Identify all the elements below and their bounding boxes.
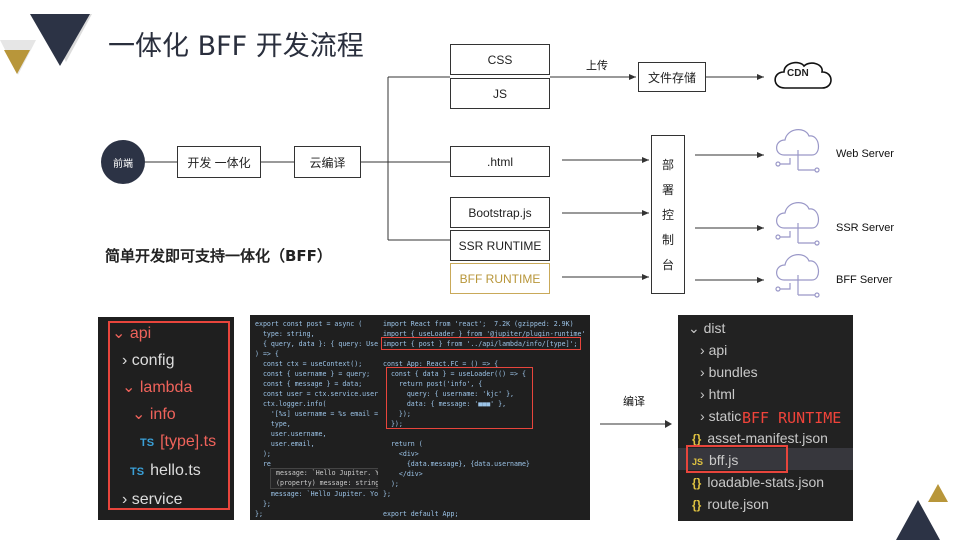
deploy-console-box: 部 署 控 制 台 [651, 135, 685, 294]
code-line: export default App; [383, 510, 459, 518]
code-line: { query, data }: { query: Use [255, 340, 379, 348]
code-line: const ctx = useContext(); [255, 360, 363, 368]
code-line: }; [383, 490, 391, 498]
bff-runtime-box: BFF RUNTIME [450, 263, 550, 294]
code-line: ctx.logger.info( [255, 400, 327, 408]
code-line: type, [255, 420, 291, 428]
deploy-char: 台 [661, 258, 674, 272]
tree-item[interactable]: ⌄ info [132, 406, 176, 423]
code-line: user.username, [255, 430, 327, 438]
bff-runtime-overlay: BFF RUNTIME [742, 409, 842, 427]
deploy-char: 署 [661, 183, 674, 197]
code-line: user.email, [255, 440, 315, 448]
highlight-loader [386, 367, 533, 429]
file-storage-box: 文件存储 [638, 62, 706, 92]
css-box: CSS [450, 44, 550, 75]
compile-label: 编译 [623, 396, 645, 408]
code-line: {data.message}, {data.username} [383, 460, 530, 468]
bff-server-cloud-icon [775, 254, 820, 298]
tree-item[interactable]: TS[type].ts [140, 433, 217, 450]
api-code-panel: export const post = async ( type: string… [250, 315, 380, 520]
app-code-panel: import React from 'react'; 7.2K (gzipped… [378, 315, 590, 520]
js-box: JS [450, 78, 550, 109]
flow-connectors [145, 61, 832, 298]
bff-server-label: BFF Server [836, 274, 893, 286]
tree-item[interactable]: › static [700, 408, 742, 424]
code-line: const App: React.FC = () => { [383, 360, 499, 368]
compile-arrow-icon [600, 420, 672, 428]
frontend-node: 前端 [101, 140, 145, 184]
code-line: return post('info', { [383, 380, 483, 388]
dist-tree-panel: ⌄ dist › api › bundles › html › static {… [678, 315, 853, 521]
tree-item[interactable]: › bundles [700, 364, 758, 380]
code-line [383, 429, 585, 439]
ssr-server-cloud-icon [775, 202, 820, 246]
code-line: }; [255, 500, 271, 508]
deploy-char: 部 [661, 158, 674, 172]
cdn-cloud-icon [774, 61, 832, 89]
code-line: export const post = async ( [255, 320, 363, 328]
tree-item[interactable]: {}asset-manifest.json [692, 430, 828, 446]
tree-item[interactable]: ⌄ lambda [122, 379, 193, 396]
code-line: ) => { [255, 350, 279, 358]
code-line: '[%s] username = %s email = [255, 410, 379, 418]
code-line: import { post } from '../api/lambda/info… [383, 340, 578, 348]
corner-decoration [0, 14, 92, 75]
code-line: import React from 'react'; 7.2K (gzipped… [383, 320, 574, 328]
code-line: query: { username: 'kjc' }, [383, 390, 515, 398]
code-line: }); [383, 420, 403, 428]
deploy-char: 控 [661, 208, 674, 222]
web-server-cloud-icon [775, 129, 820, 173]
tree-item[interactable]: {}route.json [692, 496, 769, 512]
code-line: const { data } = useLoader(() => { [383, 370, 526, 378]
api-tree-panel: ⌄ api › config ⌄ lambda ⌄ info TS[type].… [98, 317, 234, 520]
tree-item[interactable]: › html [700, 386, 736, 402]
code-line: ); [255, 450, 271, 458]
cdn-label: CDN [787, 68, 809, 79]
code-line: return ( [383, 440, 423, 448]
corner-decoration-bottom [896, 484, 948, 540]
html-box: .html [450, 146, 550, 177]
code-line: const { message } = data; [255, 380, 363, 388]
code-block: import React from 'react'; 7.2K (gzipped… [378, 315, 590, 520]
hover-tooltip: message: `Hello Jupiter. Y(property) mes… [270, 468, 380, 489]
code-line: </div> [383, 470, 423, 478]
selected-row [678, 448, 853, 470]
highlight-bff-js [686, 445, 788, 473]
highlight-box [108, 321, 230, 510]
ssr-runtime-box: SSR RUNTIME [450, 230, 550, 261]
code-line: }); [383, 410, 411, 418]
code-line: const user = ctx.service.user [255, 390, 379, 398]
code-block: export const post = async ( type: string… [250, 315, 380, 520]
code-line: type: string, [255, 330, 315, 338]
deploy-char: 制 [661, 233, 674, 247]
code-line: }; [255, 510, 263, 518]
code-line [383, 349, 585, 359]
code-line: import { useLoader } from '@jupiter/plug… [383, 330, 586, 338]
tree-item[interactable]: ⌄ api [112, 325, 152, 342]
code-line: message: `Hello Jupiter. Yo [255, 490, 379, 498]
page-title: 一体化 BFF 开发流程 [108, 31, 364, 62]
dev-integration-box: 开发 一体化 [177, 146, 261, 178]
highlight-import [381, 337, 581, 350]
code-line: ); [383, 480, 399, 488]
bootstrap-box: Bootstrap.js [450, 197, 550, 228]
web-server-label: Web Server [836, 148, 894, 160]
tree-item[interactable]: › config [122, 352, 175, 369]
cloud-compile-box: 云编译 [294, 146, 361, 178]
code-line [383, 499, 585, 509]
code-line: data: { message: '■■■' }, [383, 400, 507, 408]
tree-item[interactable]: › service [122, 491, 183, 508]
code-line: const { username } = query; [255, 370, 371, 378]
tree-item[interactable]: ⌄ dist [688, 320, 726, 336]
upload-label: 上传 [586, 60, 608, 72]
code-line: re [255, 460, 271, 468]
tree-item[interactable]: › api [700, 342, 728, 358]
subtitle: 简单开发即可支持一体化（BFF） [105, 247, 332, 265]
ssr-server-label: SSR Server [836, 222, 895, 234]
code-line: <div> [383, 450, 419, 458]
tree-item[interactable]: {}loadable-stats.json [692, 474, 825, 490]
